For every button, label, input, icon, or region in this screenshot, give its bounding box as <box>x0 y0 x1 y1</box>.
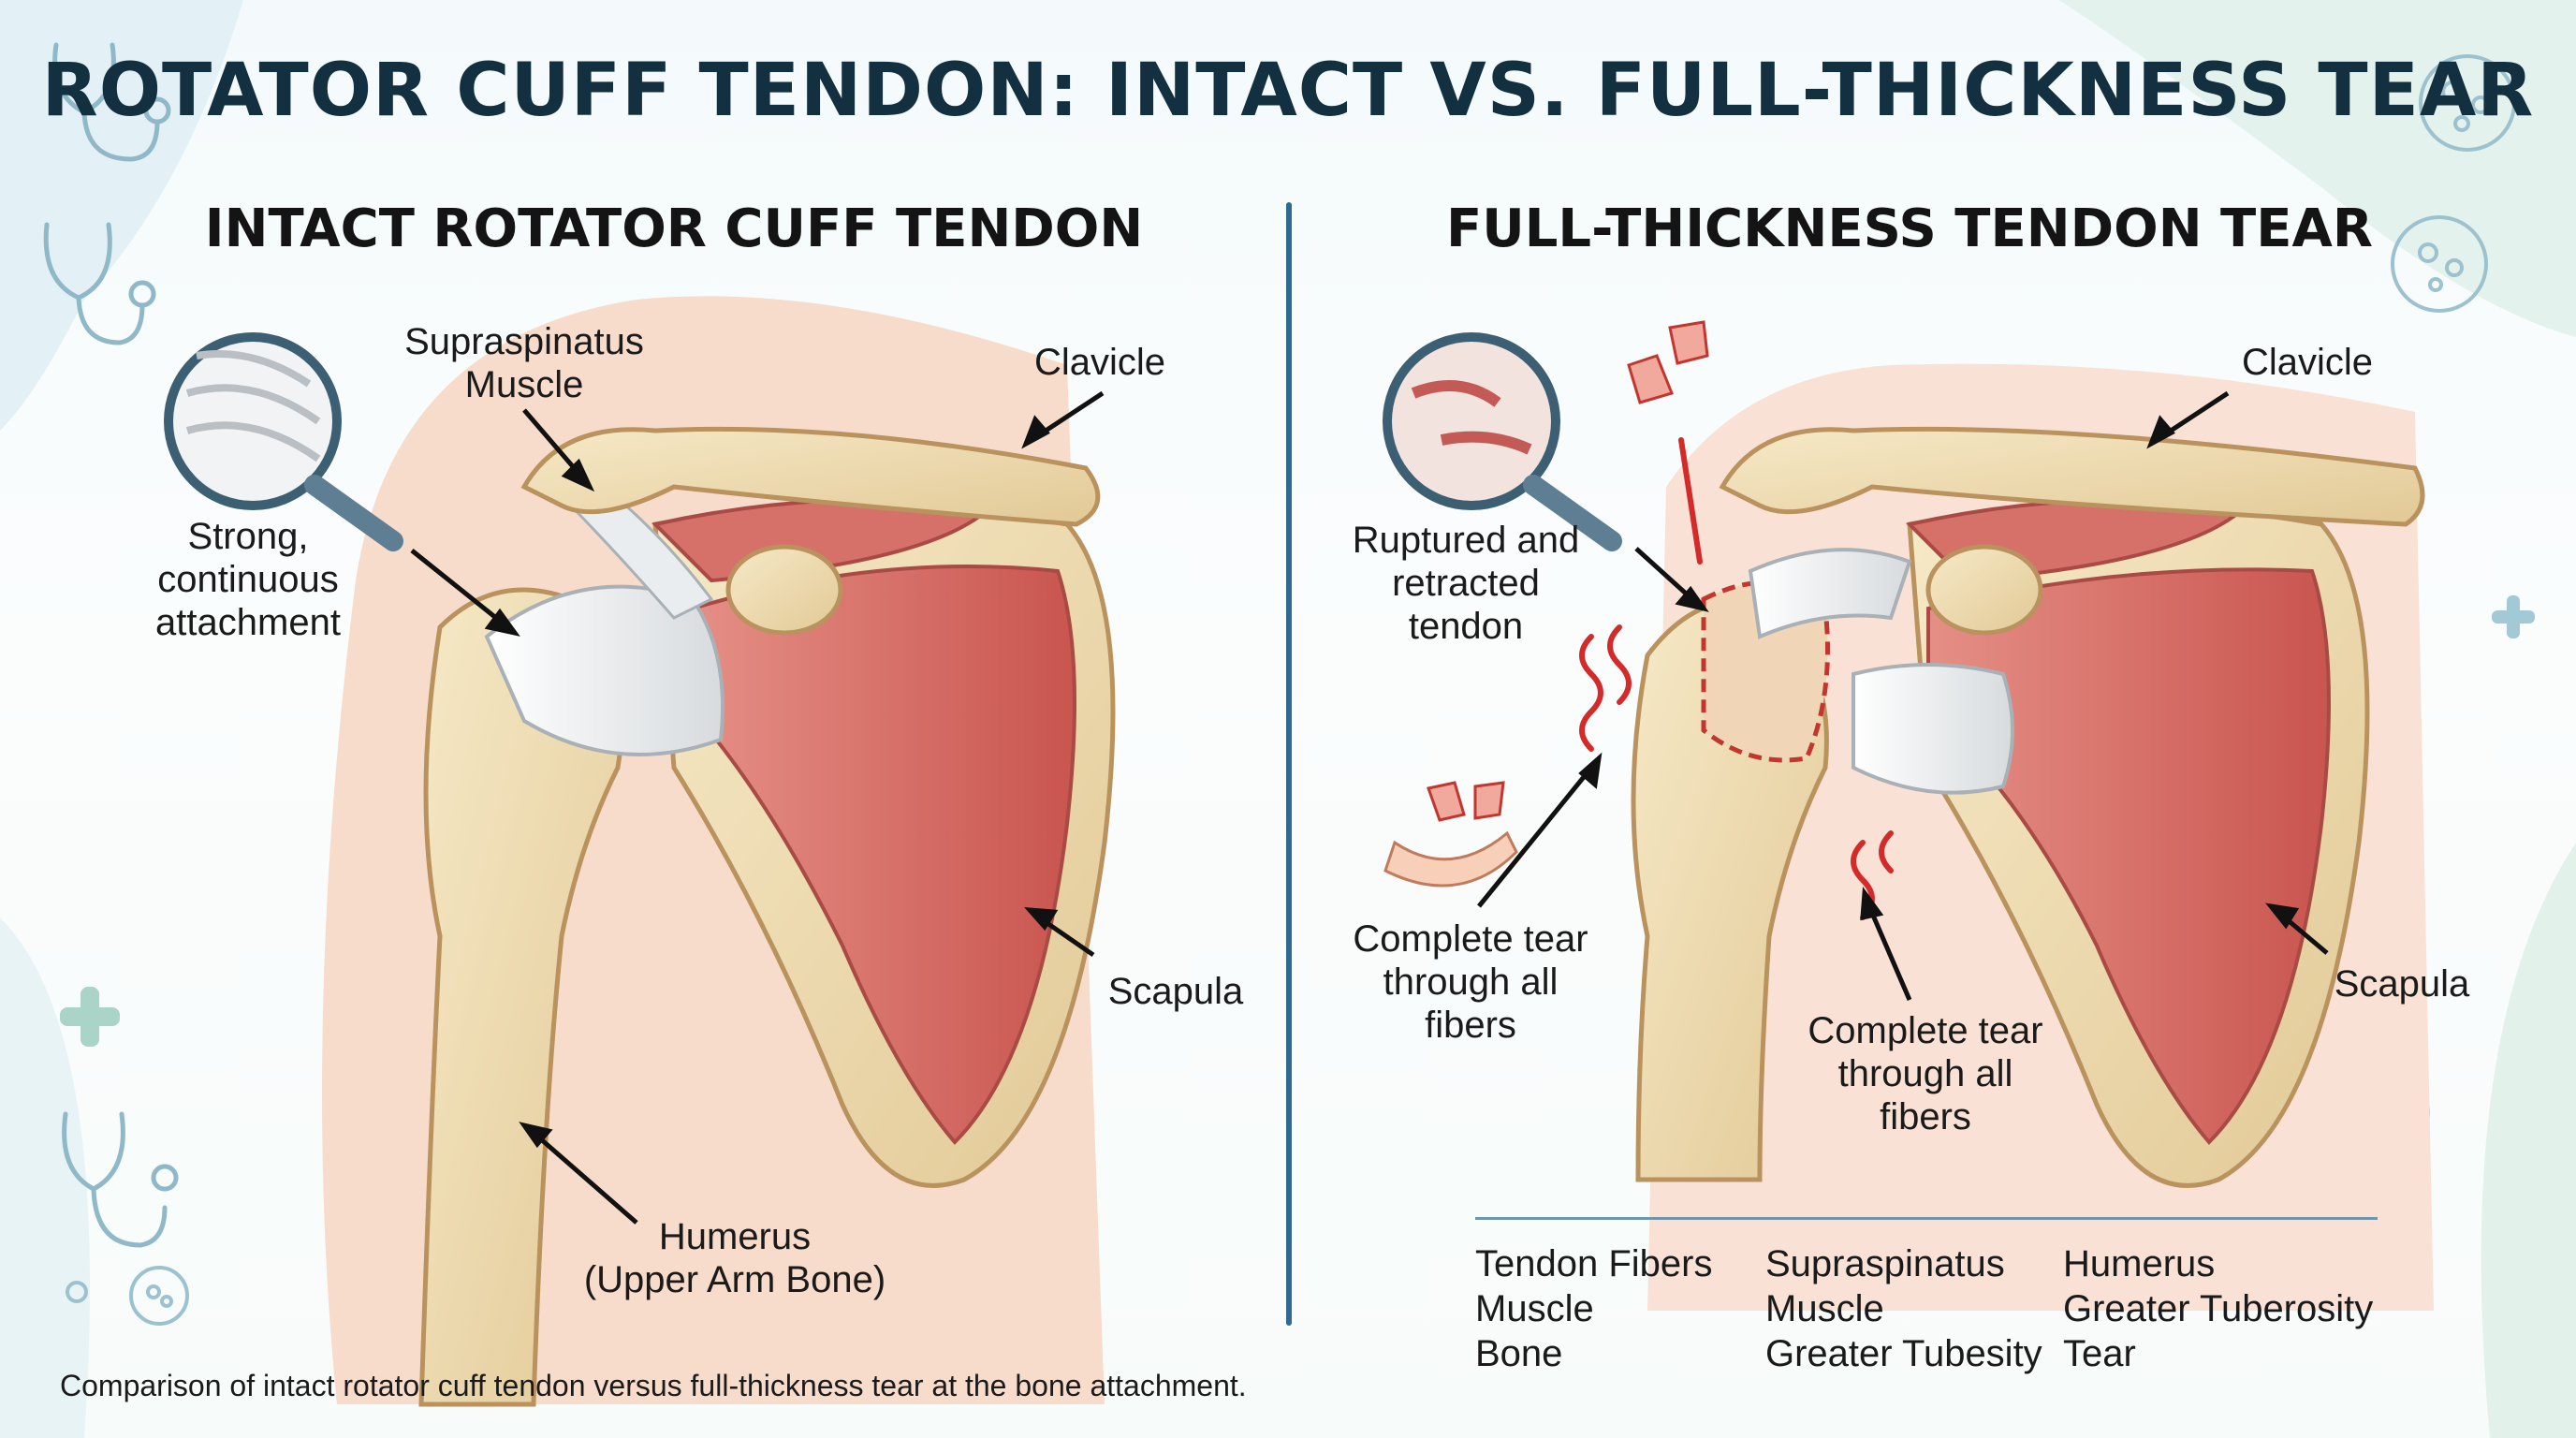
label-ruptured-tendon: Ruptured and retracted tendon <box>1344 519 1588 648</box>
label-line: Complete tear <box>1353 918 1588 960</box>
legend-item: Supraspinatus <box>1765 1243 2005 1284</box>
legend-column-1: Tendon Fibers Muscle Bone <box>1475 1241 1712 1376</box>
label-line: Supraspinatus <box>404 321 644 362</box>
stethoscope-icon <box>52 42 171 162</box>
legend-item: Greater Tubesity <box>1765 1333 2042 1374</box>
label-line: fibers <box>1880 1096 1971 1137</box>
bg-blob-top-left <box>0 0 243 431</box>
label-line: tendon <box>1408 606 1524 647</box>
figure-caption: Comparison of intact rotator cuff tendon… <box>60 1369 1247 1402</box>
retracted-tendon <box>1748 548 1912 639</box>
torn-shoulder-illustration <box>1383 320 2434 1312</box>
right-panel-heading: FULL-THICKNESS TENDON TEAR <box>1446 198 2373 259</box>
label-clavicle-left: Clavicle <box>1033 342 1166 383</box>
plus-icon <box>2492 595 2535 638</box>
bg-blob-bottom-left <box>0 917 90 1438</box>
magnifier-icon <box>1383 332 1622 551</box>
bg-blob-bottom-right <box>2481 843 2576 1438</box>
label-line: continuous <box>157 559 339 600</box>
hand-icon <box>1383 830 1518 888</box>
muscle-tissue <box>691 565 1076 1145</box>
legend-column-2: Supraspinatus Muscle Greater Tubesity <box>1765 1241 2042 1376</box>
muscle-tissue <box>1926 567 2331 1145</box>
legend-item: Tendon Fibers <box>1475 1243 1713 1284</box>
panel-divider <box>1286 202 1292 1326</box>
legend-rule <box>1475 1217 2378 1220</box>
stethoscope-icon <box>43 222 156 345</box>
legend-item: Muscle <box>1765 1288 1884 1329</box>
label-line: Humerus <box>658 1216 812 1257</box>
label-line: (Upper Arm Bone) <box>583 1259 886 1300</box>
label-line: Ruptured and <box>1352 520 1580 561</box>
plus-icon <box>60 987 120 1047</box>
label-line: attachment <box>155 602 341 643</box>
label-strong-attachment: Strong, continuous attachment <box>140 515 356 644</box>
cell-icon <box>66 1281 88 1303</box>
clavicle-bone <box>1719 426 2425 527</box>
cell-icon <box>2391 215 2488 313</box>
label-complete-tear-b: Complete tear through all fibers <box>1799 1009 2052 1138</box>
label-clavicle-right: Clavicle <box>2241 342 2374 383</box>
intact-shoulder-illustration <box>164 296 1116 1407</box>
cell-icon <box>129 1266 189 1326</box>
stethoscope-icon <box>62 1111 179 1248</box>
label-supraspinatus: Supraspinatus Muscle <box>384 320 665 406</box>
left-panel-heading: INTACT ROTATOR CUFF TENDON <box>204 198 1144 259</box>
label-complete-tear-a: Complete tear through all fibers <box>1344 917 1597 1047</box>
label-arrows <box>410 390 2329 1225</box>
label-line: through all <box>1383 961 1559 1003</box>
label-line: through all <box>1837 1053 2013 1094</box>
label-line: retracted <box>1392 563 1540 604</box>
legend-item: Bone <box>1475 1333 1563 1374</box>
legend-item: Muscle <box>1475 1288 1594 1329</box>
label-humerus: Humerus (Upper Arm Bone) <box>580 1215 889 1301</box>
label-line: Muscle <box>464 364 584 405</box>
legend-item: Tear <box>2063 1333 2136 1374</box>
legend-item: Greater Tuberosity <box>2063 1288 2374 1329</box>
label-line: Strong, <box>187 516 309 557</box>
legend-item: Humerus <box>2063 1243 2216 1284</box>
tear-mark <box>1579 437 1894 920</box>
coracoid-bone <box>1925 544 2043 636</box>
label-scapula-left: Scapula <box>1107 971 1244 1012</box>
label-line: Complete tear <box>1808 1010 2043 1051</box>
clavicle-bone <box>520 426 1101 527</box>
tear-fragment <box>1427 320 1709 822</box>
cell-icon <box>2419 54 2516 152</box>
tendon-fibers <box>1852 663 2014 795</box>
page-title: ROTATOR CUFF TENDON: INTACT VS. FULL-THI… <box>41 49 2535 133</box>
legend-column-3: Humerus Greater Tuberosity Tear <box>2063 1241 2373 1376</box>
coracoid-bone <box>725 544 843 636</box>
label-line: fibers <box>1425 1005 1516 1046</box>
tendon-fibers <box>484 584 724 756</box>
label-scapula-right: Scapula <box>2334 963 2470 1005</box>
magnifier-icon <box>164 332 403 551</box>
